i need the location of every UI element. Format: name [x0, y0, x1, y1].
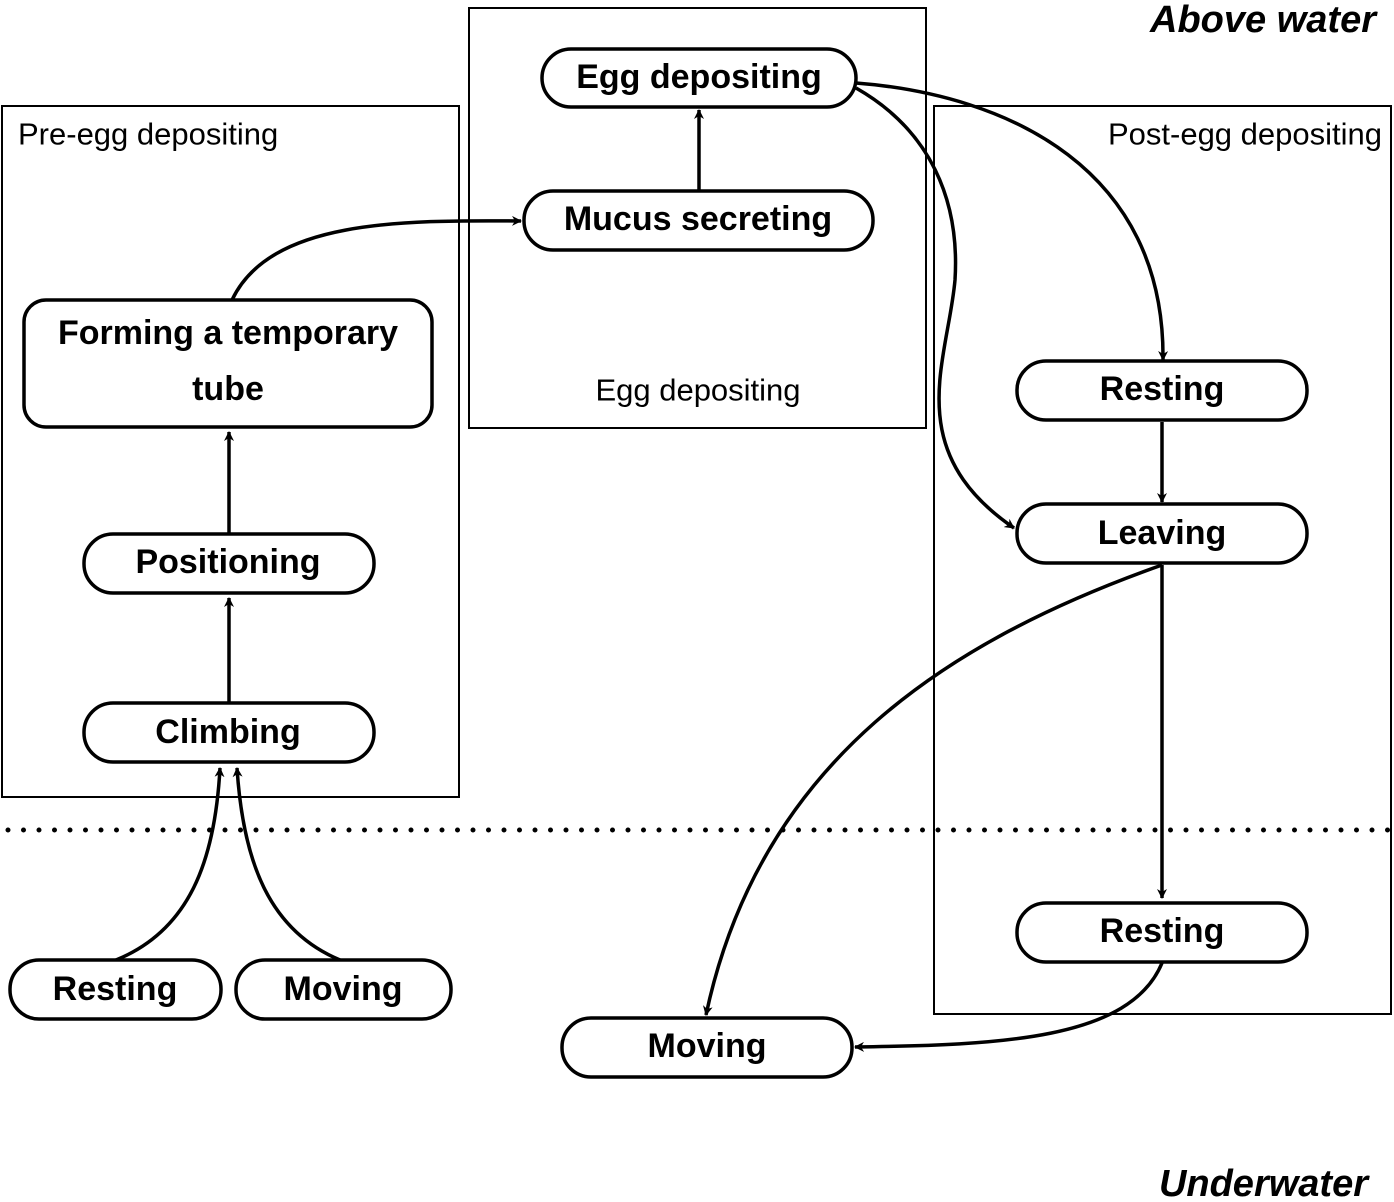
edge-egg-depositing-to-resting — [855, 81, 1169, 361]
node-egg-depositing: Egg depositing — [540, 47, 858, 109]
node-resting-post-bottom: Resting — [1015, 901, 1309, 964]
node-label: Moving — [648, 1027, 767, 1065]
node-positioning: Positioning — [82, 532, 376, 595]
edge-leaving-to-moving — [702, 563, 1163, 1016]
node-label: Moving — [284, 970, 403, 1008]
phase-box-egg-depositing — [468, 7, 927, 429]
edge-resting-to-climbing — [115, 767, 225, 962]
zone-label-above-water: Above water — [1149, 0, 1378, 41]
edge-egg-depositing-to-leaving — [855, 86, 1015, 530]
phase-label-egg-depositing: Egg depositing — [595, 373, 800, 408]
node-label: Resting — [53, 970, 178, 1008]
node-label: Leaving — [1098, 514, 1226, 552]
node-resting-post-top: Resting — [1015, 359, 1309, 422]
edge-forming-tube-to-mucus-secreting — [230, 215, 522, 301]
node-forming-temporary-tube: Forming a temporary tube — [22, 298, 434, 429]
phase-label-post-egg-depositing: Post-egg depositing — [1108, 117, 1382, 152]
zone-label-underwater: Underwater — [1159, 1163, 1370, 1202]
node-leaving: Leaving — [1015, 502, 1309, 565]
node-label: Mucus secreting — [564, 200, 832, 238]
phase-label-pre-egg-depositing: Pre-egg depositing — [18, 117, 278, 152]
edge-moving-to-climbing — [232, 767, 341, 962]
node-label: Climbing — [155, 713, 300, 751]
edge-resting-to-moving — [854, 962, 1164, 1052]
node-label: Egg depositing — [576, 58, 822, 96]
phase-box-pre-egg-depositing — [1, 105, 460, 798]
node-label: Resting — [1100, 370, 1225, 408]
phase-box-post-egg-depositing — [933, 105, 1392, 1015]
node-moving-underwater-right: Moving — [560, 1016, 854, 1079]
node-label-line2: tube — [192, 370, 264, 408]
node-label: Positioning — [135, 543, 320, 581]
node-climbing: Climbing — [82, 701, 376, 764]
node-label: Resting — [1100, 912, 1225, 950]
node-mucus-secreting: Mucus secreting — [522, 189, 875, 252]
node-resting-underwater-left: Resting — [8, 958, 223, 1021]
node-label-line1: Forming a temporary — [58, 314, 398, 352]
node-moving-underwater-left: Moving — [234, 958, 453, 1021]
